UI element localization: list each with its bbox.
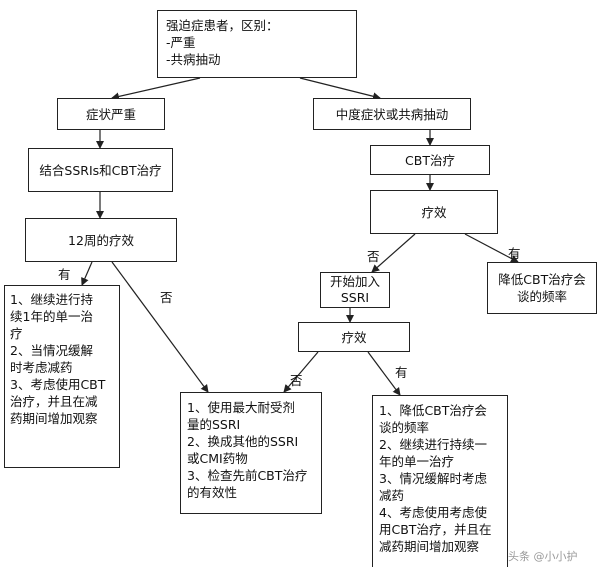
arrow-effect1-to-reduce: [464, 233, 519, 263]
no-outcome-line: 或CMI药物: [187, 451, 248, 466]
label-yes-effect1: 有: [508, 246, 521, 261]
cbt-box: CBT治疗: [370, 145, 490, 175]
combine-text: 结合SSRIs和CBT治疗: [39, 162, 162, 178]
arrow-week12-to-no: [111, 261, 209, 393]
final-yes-line: 4、考虑使用考虑使: [379, 505, 487, 520]
arrow-root-to-severe: [111, 77, 201, 101]
final-yes-line: 减药: [379, 488, 405, 503]
root-line: -共病抽动: [166, 52, 221, 67]
no-outcome-box: 1、使用最大耐受剂 量的SSRI 2、换成其他的SSRI 或CMI药物 3、检查…: [180, 392, 322, 514]
final-yes-line: 1、降低CBT治疗会: [379, 403, 487, 418]
yes-outcome-line: 疗: [10, 326, 23, 341]
week12-text: 12周的疗效: [68, 232, 134, 248]
severe-box: 症状严重: [57, 98, 165, 130]
watermark: 头条 @小小护: [508, 550, 578, 563]
final-yes-box: 1、降低CBT治疗会 谈的频率 2、继续进行持续一 年的单一治疗 3、情况缓解时…: [372, 395, 508, 567]
arrow-effect2-to-yes: [367, 351, 401, 396]
yes-outcome-line: 2、当情况缓解: [10, 343, 93, 358]
start-ssri-box: 开始加入 SSRI: [320, 272, 390, 308]
no-outcome-line: 3、检查先前CBT治疗: [187, 468, 308, 483]
combine-box: 结合SSRIs和CBT治疗: [28, 148, 173, 192]
yes-outcome-line: 续1年的单一治: [10, 309, 93, 324]
label-yes-week12: 有: [58, 267, 71, 282]
reduce-cbt-line: 降低CBT治疗会: [498, 272, 586, 287]
label-yes-effect2: 有: [395, 365, 408, 380]
effect1-box: 疗效: [370, 190, 498, 234]
root-line: -严重: [166, 35, 196, 50]
root-box: 强迫症患者，区别： -严重 -共病抽动: [157, 10, 357, 78]
effect2-text: 疗效: [341, 329, 367, 345]
yes-outcome-line: 1、继续进行持: [10, 292, 93, 307]
label-no-week12: 否: [160, 290, 173, 305]
reduce-cbt-box: 降低CBT治疗会 谈的频率: [487, 262, 597, 314]
severe-text: 症状严重: [85, 106, 136, 122]
start-ssri-line: 开始加入: [329, 274, 380, 289]
final-yes-line: 3、情况缓解时考虑: [379, 471, 487, 486]
no-outcome-line: 的有效性: [187, 485, 238, 500]
no-outcome-line: 1、使用最大耐受剂: [187, 400, 295, 415]
start-ssri-line: SSRI: [340, 290, 370, 305]
yes-outcome-line: 药期间增加观察: [10, 411, 98, 426]
cbt-text: CBT治疗: [405, 152, 455, 168]
yes-outcome-line: 时考虑减药: [10, 360, 73, 375]
effect2-box: 疗效: [298, 322, 410, 352]
yes-outcome-line: 治疗，并且在减: [10, 394, 98, 409]
yes-outcome-line: 3、考虑使用CBT: [10, 377, 106, 392]
final-yes-line: 用CBT治疗，并且在: [379, 522, 492, 537]
moderate-text: 中度症状或共病抽动: [335, 106, 449, 122]
week12-box: 12周的疗效: [25, 218, 177, 262]
reduce-cbt-line: 谈的频率: [516, 289, 567, 304]
root-line: 强迫症患者，区别：: [166, 18, 279, 33]
effect1-text: 疗效: [421, 204, 447, 220]
final-yes-line: 2、继续进行持续一: [379, 437, 487, 452]
no-outcome-line: 2、换成其他的SSRI: [187, 434, 299, 449]
no-outcome-line: 量的SSRI: [187, 417, 241, 432]
arrow-week12-to-yes: [81, 261, 93, 286]
yes-outcome-box: 1、继续进行持 续1年的单一治 疗 2、当情况缓解 时考虑减药 3、考虑使用CB…: [4, 285, 120, 468]
arrow-root-to-moderate: [299, 77, 381, 101]
arrow-effect2-to-no: [283, 351, 319, 393]
label-no-effect2: 否: [290, 373, 303, 388]
moderate-box: 中度症状或共病抽动: [313, 98, 471, 130]
arrow-effect1-to-start: [371, 233, 416, 273]
final-yes-line: 谈的频率: [379, 420, 430, 435]
label-no-effect1: 否: [367, 249, 380, 264]
final-yes-line: 年的单一治疗: [379, 454, 455, 469]
final-yes-line: 减药期间增加观察: [379, 539, 480, 554]
